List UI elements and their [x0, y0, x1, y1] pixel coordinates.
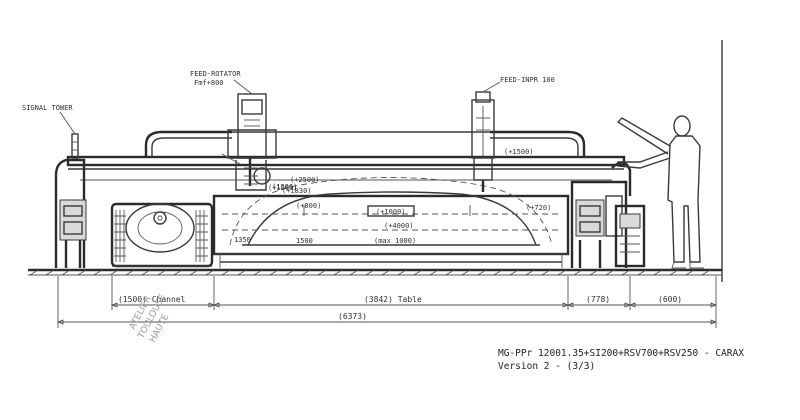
dim-800: (+800) — [296, 202, 321, 210]
dim-1500-right: (+1500) — [504, 148, 534, 156]
dim-1500b: 1500 — [296, 237, 313, 245]
cutting-table — [212, 177, 570, 268]
dim-778: (778) — [586, 295, 610, 304]
dim-4000: (+4000) — [384, 222, 414, 230]
feed-rotator-sub: Fmf+800 — [194, 79, 224, 87]
dim-600: (600) — [658, 295, 682, 304]
gantry-beam — [66, 155, 626, 181]
title-block-line2: Version 2 - (3/3) — [498, 361, 595, 372]
signal-tower-label: SIGNAL TOWER — [22, 104, 73, 112]
dim-1500: (+1500) — [268, 184, 298, 192]
roll-frame — [110, 202, 214, 268]
floor — [28, 268, 722, 276]
cable-carrier — [144, 130, 586, 157]
dim-2500: (+2500) — [290, 176, 320, 184]
dim-table: (3842) Table — [364, 295, 422, 304]
dim-1000: (+1000) — [376, 208, 406, 216]
feed-rotator-label: FEED-ROTATOR — [190, 70, 241, 78]
right-carriage — [570, 161, 632, 268]
dim-1200: (1200) — [272, 183, 297, 191]
signal-tower: SIGNAL TOWER — [22, 104, 79, 159]
dim-max-1000: (max 1000) — [374, 237, 416, 245]
feed-rotator-head: FEED-ROTATOR Fmf+800 — [190, 70, 277, 191]
right-cutting-head: FEED-INPR 100 (+1500) — [471, 76, 555, 192]
operator-figure — [616, 115, 704, 269]
dim-1830: (+1830) — [282, 187, 312, 195]
right-head-label: FEED-INPR 100 — [500, 76, 555, 84]
control-cabinet — [614, 204, 646, 268]
left-carriage — [54, 158, 87, 268]
dimension-lines — [56, 276, 718, 328]
dim-720: (+720) — [526, 204, 551, 212]
title-block-line1: MG-PPr 12001.35+SI200+RSV700+RSV250 - CA… — [498, 348, 744, 359]
dim-channel: (1500) Channel — [118, 295, 186, 304]
dim-1350: 1350 — [234, 236, 251, 244]
dim-total: (6373) — [338, 312, 367, 321]
